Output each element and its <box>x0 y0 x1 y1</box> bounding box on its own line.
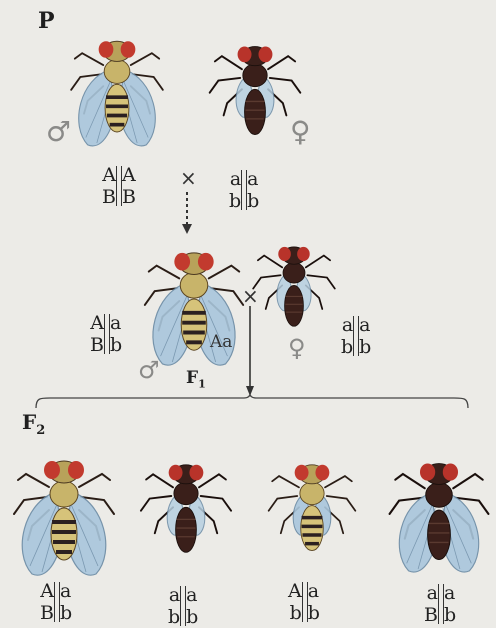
allele: a <box>186 584 198 606</box>
allele: A <box>102 164 116 186</box>
allele: A <box>288 580 302 602</box>
allele: b <box>229 190 241 212</box>
allele: b <box>444 604 456 626</box>
allele: a <box>247 168 259 190</box>
allele: a <box>229 168 241 190</box>
generation-p-label: P <box>38 8 55 34</box>
p-to-f1-arrow <box>178 190 198 236</box>
p-female-genotype: a a b b <box>229 168 259 212</box>
f2-genotype-2: a a b b <box>168 584 198 628</box>
allele: B <box>122 186 136 208</box>
allele: A <box>122 164 136 186</box>
allele: a <box>168 584 180 606</box>
allele: b <box>247 190 259 212</box>
f2-letter: F <box>22 410 36 434</box>
p-male-fly <box>62 22 172 154</box>
allele: b <box>308 602 320 624</box>
p-male-symbol: ♂ <box>46 118 71 146</box>
allele: a <box>308 580 320 602</box>
p-female-symbol: ♀ <box>290 118 311 146</box>
allele: a <box>444 582 456 604</box>
allele: b <box>60 602 72 624</box>
f2-fly-1 <box>4 442 124 582</box>
allele: a <box>60 580 72 602</box>
p-cross-symbol: × <box>180 168 197 188</box>
allele: B <box>40 602 54 624</box>
f1-to-f2-bracket <box>0 290 496 420</box>
f2-fly-4 <box>382 442 496 582</box>
p-male-genotype: A A B B <box>102 164 136 208</box>
allele: A <box>40 580 54 602</box>
f2-subscript: 2 <box>36 423 45 438</box>
allele: B <box>102 186 116 208</box>
allele: b <box>186 606 198 628</box>
allele: B <box>424 604 438 626</box>
f2-genotype-4: a a B b <box>424 582 456 626</box>
f2-fly-2 <box>134 448 238 570</box>
f2-genotype-1: A a B b <box>40 580 72 624</box>
allele: a <box>424 582 438 604</box>
f2-genotype-3: A a b b <box>288 580 320 624</box>
generation-f2-label: F2 <box>22 410 45 438</box>
allele: b <box>168 606 180 628</box>
f2-fly-3 <box>260 448 364 570</box>
allele: b <box>288 602 302 624</box>
